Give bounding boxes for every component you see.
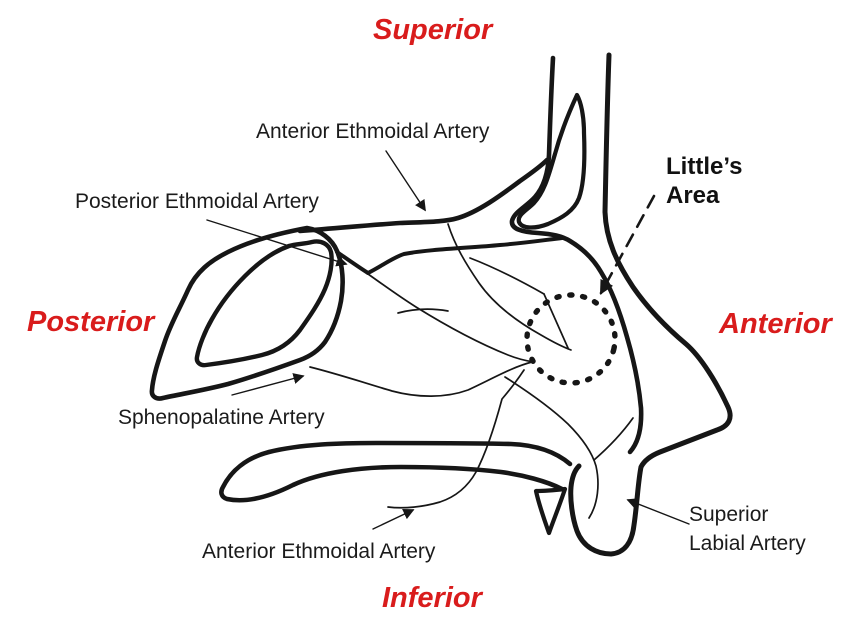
descending-palatine-artery-line — [387, 369, 525, 509]
anterior-ethmoidal-artery-line — [447, 223, 572, 351]
artery-twig-line — [397, 308, 449, 314]
sphenopalatine-artery-line — [309, 361, 533, 397]
nasal-bridge-left-and-inner-wall-outline — [509, 55, 644, 455]
orientation-label-posterior: Posterior — [27, 306, 155, 338]
posterior-septum-inner-outline — [194, 239, 334, 368]
label-anterior-ethmoidal-artery-top: Anterior Ethmoidal Artery — [256, 120, 490, 143]
orientation-label-anterior: Anterior — [719, 308, 832, 340]
septal-roof-outline — [297, 157, 550, 234]
palate-shelf-outline — [219, 440, 573, 503]
superior-labial-artery-line — [504, 376, 599, 519]
littles-area-dotted-circle — [524, 292, 618, 386]
superior-labial-line2: Labial Artery — [689, 532, 806, 555]
label-superior-labial-artery: Superior Labial Artery — [689, 500, 806, 558]
orientation-label-superior: Superior — [373, 14, 493, 46]
label-anterior-ethmoidal-artery-bottom: Anterior Ethmoidal Artery — [202, 540, 436, 563]
nasal-bridge-right-and-anterior-outline — [568, 52, 733, 557]
label-sphenopalatine-artery: Sphenopalatine Artery — [118, 406, 325, 429]
orientation-label-inferior: Inferior — [382, 582, 482, 614]
frontal-process-shape — [516, 92, 587, 230]
posterior-ethmoidal-artery-line — [367, 273, 535, 363]
incisive-triangle-outline — [533, 486, 568, 536]
middle-ridge-outline — [335, 236, 564, 275]
superior-labial-line1: Superior — [689, 503, 769, 526]
littles-area-line2: Area — [666, 182, 720, 209]
leader-anterior-ethmoidal-bottom — [372, 509, 415, 530]
label-littles-area: Little’s Area — [666, 152, 742, 210]
leader-superior-labial — [626, 498, 690, 525]
littles-area-line1: Little’s — [666, 153, 743, 180]
artery-connector-line — [543, 293, 569, 349]
labial-anastomosis-twig-line — [593, 417, 634, 461]
posterior-septum-outer-outline — [149, 225, 345, 401]
leader-posterior-ethmoidal — [206, 219, 348, 267]
label-posterior-ethmoidal-artery: Posterior Ethmoidal Artery — [75, 190, 319, 213]
leader-anterior-ethmoidal-top — [385, 150, 426, 212]
leader-littles-area-dashed — [599, 194, 656, 295]
leader-sphenopalatine — [231, 373, 305, 396]
anterior-ethmoidal-branch-line — [469, 257, 545, 295]
